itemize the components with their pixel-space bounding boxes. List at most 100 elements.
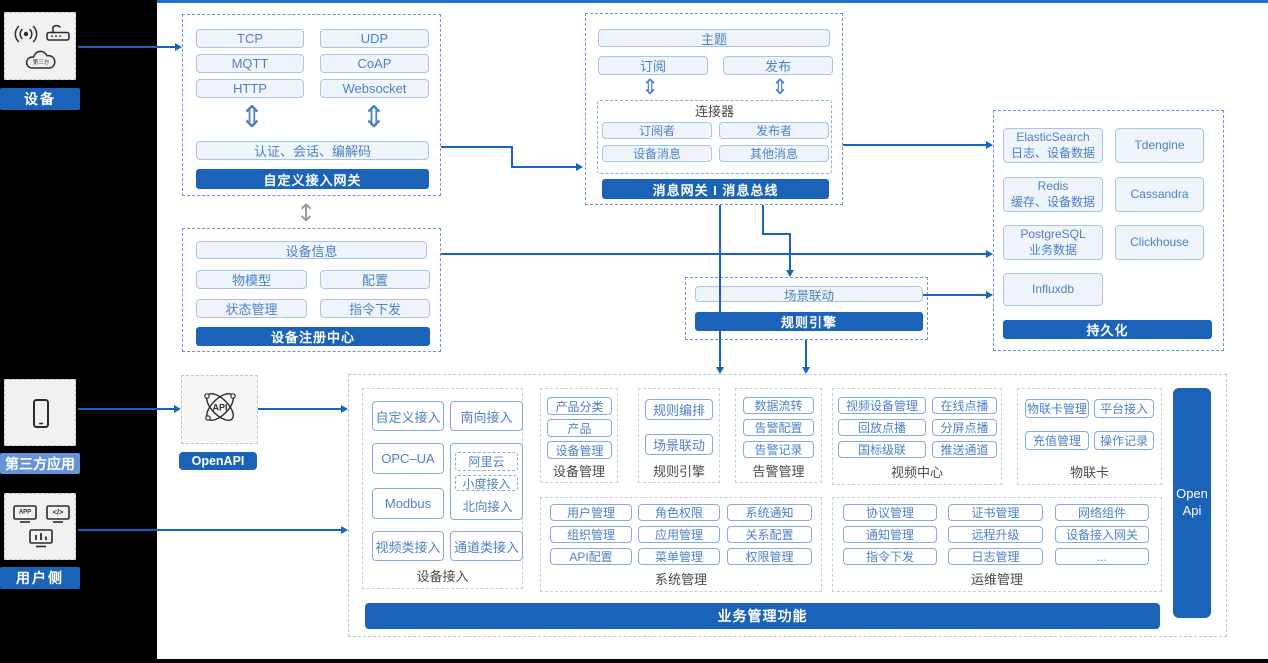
feature-item-label: 关系配置 [745, 528, 794, 542]
connector-item-label: 其他消息 [749, 147, 798, 161]
feature-item-label: Modbus [384, 496, 432, 511]
north-access-label-text: 北向接入 [462, 499, 513, 514]
device-registry-title-bar: 设备注册中心 [196, 327, 430, 346]
feature-item-label: 设备管理 [555, 443, 604, 458]
session-layer-bar: 认证、会话、编解码 [196, 141, 429, 160]
connector-item: 发布者 [719, 122, 829, 139]
store-name: Redis [1037, 178, 1069, 193]
feature-item-label: 在线点播 [940, 399, 989, 413]
section-iot-card-label: 物联卡 [1017, 463, 1162, 480]
feature-item-label: 阿里云 [468, 455, 505, 469]
signal-icon [13, 25, 39, 48]
feature-item: OPC–UA [372, 443, 444, 474]
feature-item: 平台接入 [1094, 399, 1154, 418]
feature-item: 指令下发 [843, 548, 937, 565]
api-atom-icon: API [197, 384, 243, 435]
feature-item: 通道类接入 [450, 531, 523, 561]
arrow-gateway-to-msgbus-v [511, 146, 513, 168]
feature-item-label: API配置 [569, 550, 613, 564]
third-party-rail-label-text: 第三方应用 [5, 455, 75, 472]
section-device-mgmt-label: 设备管理 [540, 462, 618, 479]
third-party-icon-box [4, 379, 76, 446]
registry-item-label: 配置 [361, 273, 388, 288]
connector-item-label: 发布者 [755, 124, 792, 138]
feature-item: 视频设备管理 [838, 397, 926, 414]
arrow-device-to-gateway [78, 46, 175, 48]
feature-item-label: 视频类接入 [375, 539, 441, 555]
session-layer-label: 认证、会话、编解码 [253, 144, 371, 159]
arrow-registry-to-persistence-head [986, 250, 993, 258]
feature-item: 通知管理 [843, 526, 937, 543]
feature-item: 网络组件 [1055, 504, 1149, 521]
arrow-openapi-to-business [258, 408, 341, 410]
protocol-tcp-label: TCP [237, 31, 263, 46]
section-label-text: 视频中心 [890, 464, 943, 480]
protocol-coap: CoAP [320, 54, 429, 73]
device-rail-label: 设备 [0, 88, 80, 110]
store-desc: 业务数据 [1028, 242, 1077, 257]
feature-item-label: 网络组件 [1077, 506, 1126, 520]
feature-item-label: 规则编排 [652, 403, 705, 418]
feature-item-label: 充值管理 [1032, 434, 1081, 448]
subscribe-box: 订阅 [598, 56, 708, 75]
store-name: Influxdb [1031, 281, 1075, 296]
feature-item-label: 协议管理 [865, 506, 914, 520]
subscribe-label: 订阅 [639, 59, 666, 74]
arrow-msgbus-to-persistence-head [986, 141, 993, 149]
arrow-msgbus-to-business [719, 205, 721, 367]
protocol-coap-label: CoAP [357, 56, 392, 71]
feature-item-label: 告警配置 [754, 421, 803, 435]
protocol-udp-label: UDP [360, 31, 389, 46]
section-system-mgmt-label: 系统管理 [540, 570, 822, 587]
section-label-text: 规则引擎 [652, 463, 705, 479]
arrow-rule-to-business [805, 340, 807, 367]
store-name: Cassandra [1130, 186, 1189, 201]
store-name: Tdengine [1134, 137, 1185, 152]
arrow-registry-to-persistence [441, 253, 986, 255]
store-desc: 缓存、设备数据 [1010, 194, 1095, 209]
feature-item: 设备接入网关 [1055, 526, 1149, 543]
publish-box: 发布 [723, 56, 833, 75]
feature-item: 系统通知 [727, 504, 812, 521]
svg-text:API: API [212, 403, 227, 413]
feature-item-label: 视频设备管理 [845, 399, 918, 413]
topic-box: 主题 [598, 29, 830, 47]
router-icon [45, 23, 71, 46]
section-device-mgmt [540, 388, 618, 483]
registry-item-label: 物模型 [231, 273, 271, 288]
feature-item-label: 用户管理 [566, 506, 615, 520]
updown-double-arrow-icon: ⇕ [361, 100, 387, 135]
feature-item: 组织管理 [550, 526, 632, 543]
chart-screen-icon [28, 528, 54, 555]
section-ops-mgmt [832, 497, 1162, 592]
registry-item: 状态管理 [196, 299, 307, 318]
topic-label: 主题 [700, 31, 727, 47]
arrow-userside-to-business-head [341, 526, 348, 534]
device-registry-title: 设备注册中心 [270, 330, 355, 345]
section-label-text: 设备管理 [552, 463, 605, 479]
arrow-gateway-to-msgbus-h2 [511, 166, 576, 168]
feature-item-label: 产品 [567, 421, 592, 436]
section-alarm-mgmt [735, 388, 822, 483]
top-accent-line [157, 0, 1268, 3]
section-video-center [832, 388, 1002, 485]
connector-box [597, 100, 832, 174]
device-rail-label-text: 设备 [24, 91, 56, 107]
arrow-gateway-to-msgbus-head [576, 163, 583, 171]
user-side-rail-label: 用户侧 [0, 567, 80, 589]
feature-item: API配置 [550, 548, 632, 565]
protocol-udp: UDP [320, 29, 429, 48]
feature-item: 关系配置 [727, 526, 812, 543]
openapi-icon-box: API [181, 375, 258, 444]
store-desc: 日志、设备数据 [1010, 145, 1095, 160]
connector-item-label: 订阅者 [638, 124, 675, 138]
feature-item-label: 物联卡管理 [1026, 402, 1087, 416]
business-title-bar: 业务管理功能 [365, 603, 1160, 629]
store-name: Clickhouse [1130, 234, 1189, 249]
message-bus-title-bar: 消息网关 I 消息总线 [602, 179, 829, 199]
feature-item-label: 回放点播 [857, 421, 906, 435]
registry-item: 配置 [320, 270, 430, 289]
feature-item-label: 国标级联 [857, 443, 906, 457]
